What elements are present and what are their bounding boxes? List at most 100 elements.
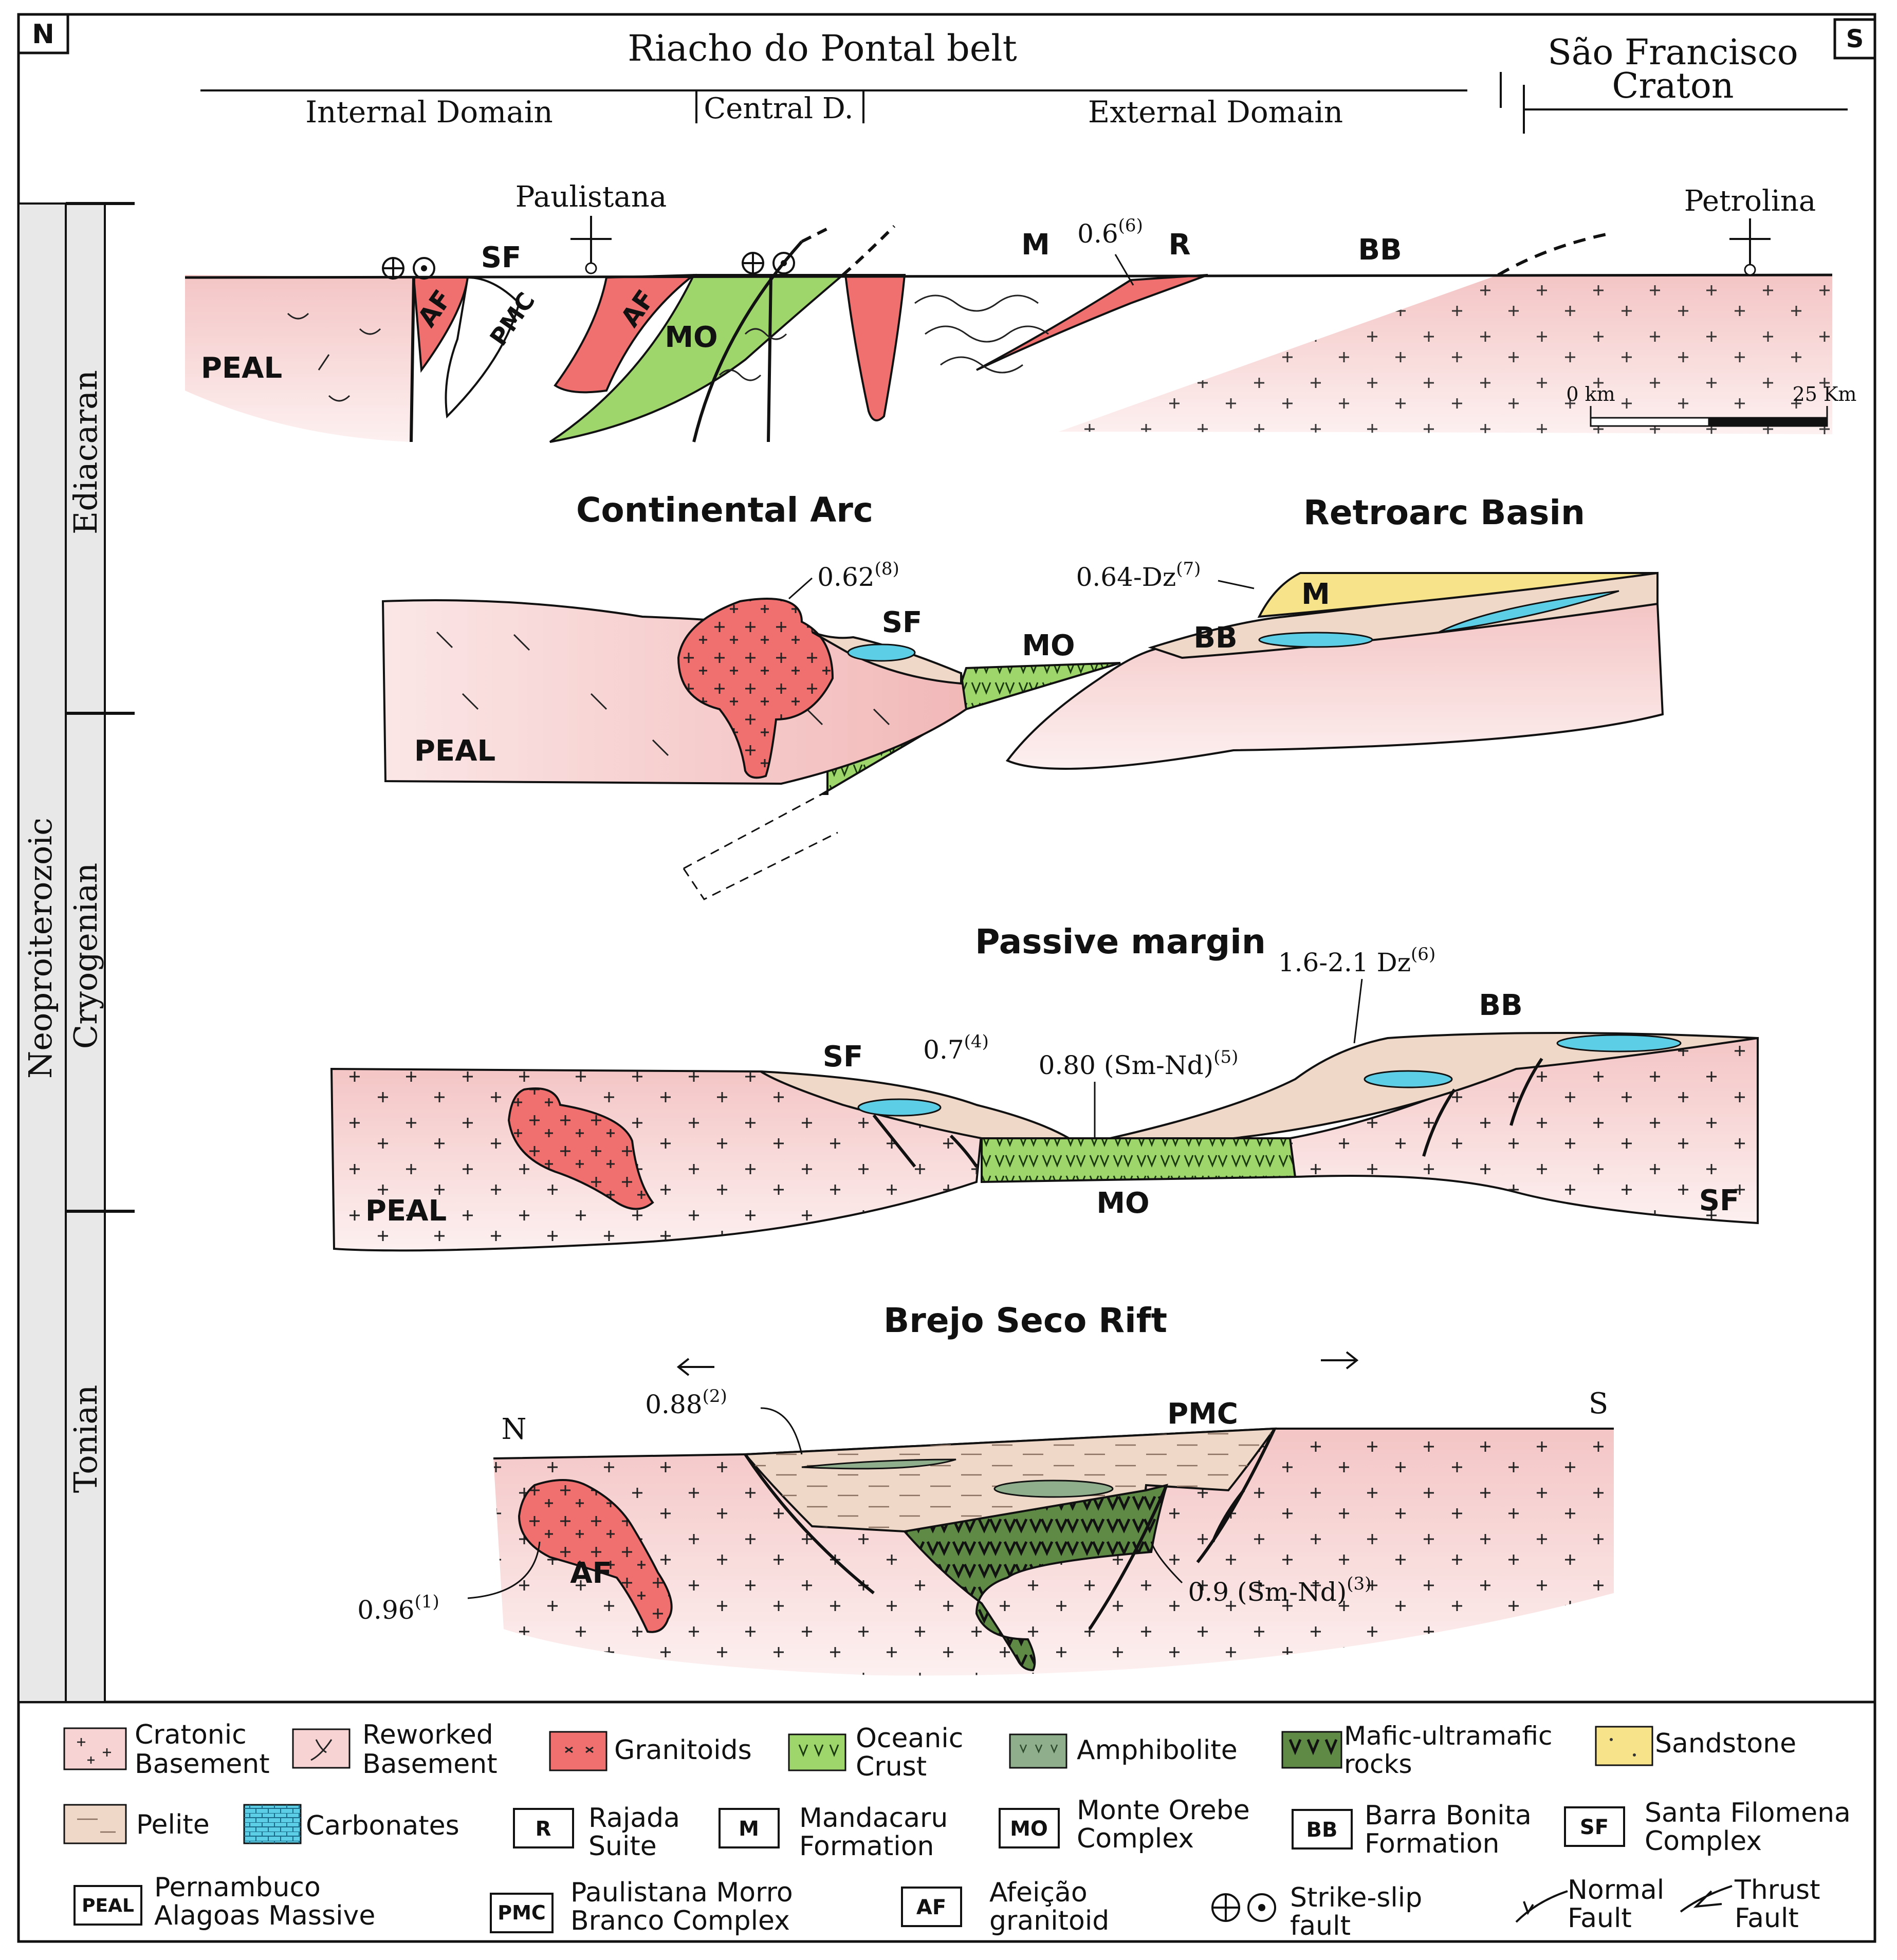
legend: Cratonic Basement Reworked Basement Gran… xyxy=(63,1719,1851,1941)
era-column xyxy=(17,202,67,1703)
s3-title: Passive margin xyxy=(975,922,1266,961)
legend-normal-fault: Normal Fault xyxy=(1515,1875,1664,1934)
thrust-2 xyxy=(842,225,896,276)
s2-carbonate-2 xyxy=(1258,632,1373,648)
svg-text:Basement: Basement xyxy=(362,1749,498,1780)
peal-block-1 xyxy=(185,275,414,442)
wavy-pattern-1 xyxy=(719,294,1049,381)
svg-text:rocks: rocks xyxy=(1344,1749,1412,1779)
s4-normal-faults xyxy=(744,1428,1276,1630)
granite-dike-1 xyxy=(844,274,906,421)
svg-text:Pernambuco: Pernambuco xyxy=(154,1872,321,1903)
legend-thrust-fault: Thrust Fault xyxy=(1680,1875,1820,1934)
svg-text:Barra Bonita: Barra Bonita xyxy=(1365,1800,1532,1831)
city-paulistana: Paulistana xyxy=(515,180,667,214)
s2-reworked-marks xyxy=(436,631,890,756)
reworked-marks-1 xyxy=(287,312,381,402)
section-continental-arc: Continental Arc Retroarc Basin PEAL SF M… xyxy=(381,490,1664,900)
s1-r: R xyxy=(1168,228,1190,262)
legend-peal: PEAL Pernambuco Alagoas Massive xyxy=(73,1872,375,1931)
s2-craton-block xyxy=(1005,602,1664,770)
legend-carbonates: Carbonates xyxy=(243,1804,459,1844)
legend-strike-slip: Strike-slip fault xyxy=(1211,1882,1422,1941)
s2-carbonate-3 xyxy=(1439,590,1619,633)
svg-text:R: R xyxy=(536,1817,551,1841)
s2-m: M xyxy=(1301,578,1330,611)
s2-peal: PEAL xyxy=(414,734,495,768)
svg-text:granitoid: granitoid xyxy=(989,1906,1109,1936)
legend-monte-orebe: MO Monte Orebe Complex xyxy=(999,1795,1250,1854)
svg-text:Pelite: Pelite xyxy=(136,1809,210,1840)
s4-age-3: 0.9 (Sm-Nd)(3) xyxy=(1188,1574,1372,1607)
svg-text:Cratonic: Cratonic xyxy=(135,1719,247,1750)
central-domain-label: Central D. xyxy=(704,92,853,125)
s4-n: N xyxy=(502,1413,527,1446)
svg-text:Thrust: Thrust xyxy=(1734,1875,1820,1906)
legend-oceanic: Oceanic Crust xyxy=(788,1723,963,1782)
period-tonian: Tonian xyxy=(67,1385,104,1493)
s3-sf-1: SF xyxy=(823,1040,863,1074)
svg-text:Normal: Normal xyxy=(1568,1875,1664,1906)
legend-mafic: Mafic-ultramafic rocks xyxy=(1281,1721,1553,1779)
legend-afeicao: AF Afeição granitoid xyxy=(901,1877,1109,1936)
s1-age: 0.6(6) xyxy=(1077,215,1143,249)
s3-normal-faults xyxy=(872,1058,1543,1168)
fault-1 xyxy=(410,274,772,442)
svg-text:Rajada: Rajada xyxy=(588,1803,680,1834)
s3-mo: MO xyxy=(1096,1187,1149,1220)
svg-text:Basement: Basement xyxy=(135,1749,270,1780)
s2-title-right: Retroarc Basin xyxy=(1303,493,1585,532)
svg-text:Amphibolite: Amphibolite xyxy=(1077,1735,1238,1766)
s4-arrow-right xyxy=(1321,1351,1359,1370)
svg-text:SF: SF xyxy=(1580,1816,1609,1839)
pmc-body xyxy=(445,276,521,419)
ground-line-1 xyxy=(185,273,1833,279)
era-label: Neoproiterozoic xyxy=(22,818,59,1079)
legend-cratonic: Cratonic Basement xyxy=(63,1719,270,1780)
legend-santa-filomena: SF Santa Filomena Complex xyxy=(1564,1798,1851,1857)
s4-amphibolite-1 xyxy=(801,1458,956,1470)
legend-pmc: PMC Paulistana Morro Branco Complex xyxy=(490,1877,793,1936)
city-marker-petrolina xyxy=(1729,218,1771,270)
svg-text:Paulistana Morro: Paulistana Morro xyxy=(570,1877,793,1908)
svg-text:Granitoids: Granitoids xyxy=(614,1735,752,1766)
s2-subducting-slab xyxy=(678,663,1120,899)
s3-age-2: 0.80 (Sm-Nd)(5) xyxy=(1039,1047,1239,1080)
svg-text:Complex: Complex xyxy=(1645,1826,1762,1857)
north-box xyxy=(17,13,69,54)
s4-age-2: 0.96(1) xyxy=(357,1592,439,1625)
svg-text:Reworked: Reworked xyxy=(362,1719,493,1750)
svg-text:BB: BB xyxy=(1306,1818,1338,1842)
scale-bar: 0 km 25 Km xyxy=(1566,383,1856,427)
internal-domain-label: Internal Domain xyxy=(305,95,552,130)
s2-m-layer xyxy=(1257,572,1658,618)
s2-mo: MO xyxy=(1022,629,1075,662)
s3-peal: PEAL xyxy=(365,1194,447,1228)
s2-age-1: 0.62(8) xyxy=(817,559,899,592)
s4-af: AF xyxy=(570,1557,612,1590)
legend-rajada: R Rajada Suite xyxy=(513,1803,680,1862)
svg-text:M: M xyxy=(739,1817,759,1841)
legend-granitoids: Granitoids xyxy=(549,1731,752,1771)
s3-carbonate-1 xyxy=(857,1098,942,1117)
city-petrolina: Petrolina xyxy=(1684,184,1816,218)
s4-arrow-left xyxy=(676,1358,714,1376)
svg-text:Complex: Complex xyxy=(1077,1823,1194,1854)
svg-text:AF: AF xyxy=(916,1896,946,1919)
south-box xyxy=(1833,18,1876,60)
scale-start: 0 km xyxy=(1566,383,1615,405)
s3-age-1: 0.7(4) xyxy=(923,1031,989,1065)
af-body-2 xyxy=(554,273,697,394)
craton-title-1: São Francisco xyxy=(1548,32,1798,73)
s3-sf-2: SF xyxy=(1699,1184,1740,1217)
svg-text:Strike-slip: Strike-slip xyxy=(1290,1882,1422,1913)
svg-text:Formation: Formation xyxy=(1365,1828,1499,1859)
svg-text:Formation: Formation xyxy=(799,1831,934,1862)
s4-age-1: 0.88(2) xyxy=(645,1386,727,1419)
craton-title-2: Craton xyxy=(1612,66,1734,106)
scale-end: 25 Km xyxy=(1793,383,1857,405)
section-passive-margin: Passive margin PEAL SF MO BB SF 0.7(4) 0… xyxy=(330,922,1759,1252)
svg-text:Afeição: Afeição xyxy=(989,1877,1088,1908)
svg-text:PEAL: PEAL xyxy=(82,1895,134,1916)
